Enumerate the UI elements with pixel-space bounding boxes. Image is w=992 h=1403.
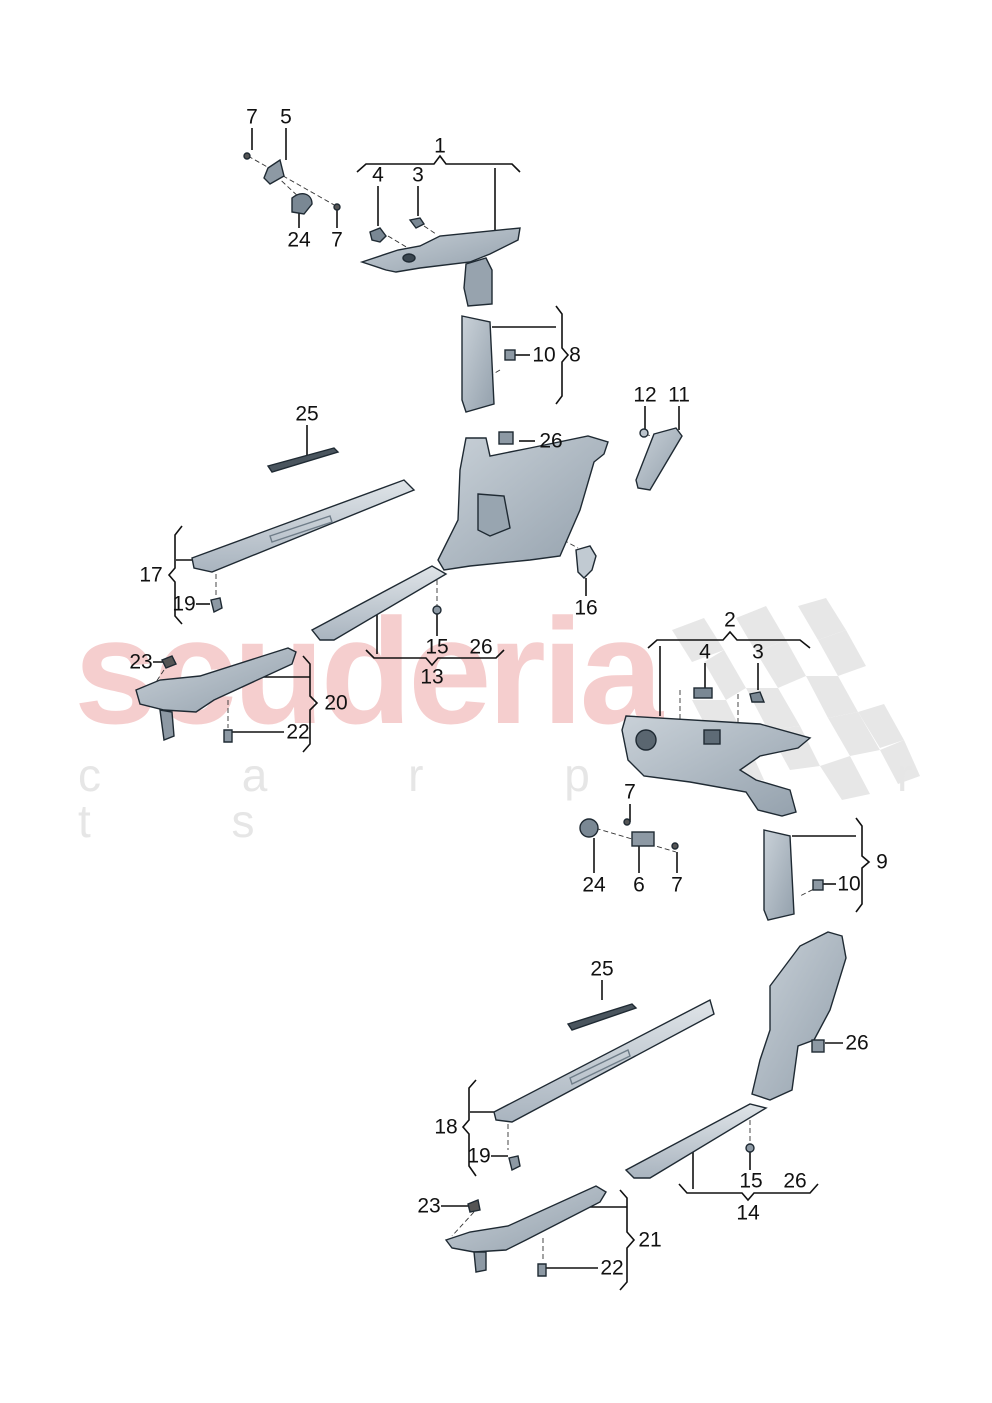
callout-20: 20 bbox=[324, 691, 348, 715]
callout-2: 2 bbox=[724, 608, 736, 632]
callout-21: 21 bbox=[638, 1228, 662, 1252]
part-9-pillar-cover bbox=[763, 829, 795, 921]
callout-19: 19 bbox=[172, 592, 196, 616]
callout-15: 15 bbox=[739, 1169, 763, 1193]
part-14-rear-pillar-trim bbox=[751, 931, 847, 1101]
callout-3: 3 bbox=[752, 640, 764, 664]
callout-26: 26 bbox=[539, 429, 563, 453]
callout-10: 10 bbox=[532, 343, 556, 367]
callout-8: 8 bbox=[569, 343, 581, 367]
callout-1: 1 bbox=[434, 134, 446, 158]
callout-19: 19 bbox=[467, 1144, 491, 1168]
callout-3: 3 bbox=[412, 163, 424, 187]
callout-4: 4 bbox=[372, 163, 384, 187]
callout-9: 9 bbox=[876, 850, 888, 874]
callout-11: 11 bbox=[668, 383, 690, 407]
callout-7: 7 bbox=[671, 873, 683, 897]
callout-26: 26 bbox=[845, 1031, 869, 1055]
callout-25: 25 bbox=[590, 957, 614, 981]
callout-7: 7 bbox=[624, 780, 636, 804]
callout-18: 18 bbox=[434, 1115, 458, 1139]
callout-26: 26 bbox=[469, 635, 493, 659]
part-17-sill-plate bbox=[191, 479, 416, 573]
part-2-rear-pillar-trim bbox=[621, 715, 812, 817]
callout-17: 17 bbox=[139, 563, 163, 587]
part-8-pillar-cover bbox=[461, 315, 495, 413]
part-21-footwell-trim bbox=[444, 1185, 607, 1253]
watermark-tagline: c a r p a r t s bbox=[78, 749, 977, 847]
callout-16: 16 bbox=[574, 596, 598, 620]
callout-22: 22 bbox=[286, 720, 310, 744]
callout-4: 4 bbox=[699, 640, 711, 664]
callout-23: 23 bbox=[129, 650, 153, 674]
part-20-footwell-trim bbox=[135, 647, 297, 713]
part-1-upper-pillar-trim bbox=[359, 227, 521, 273]
callout-26: 26 bbox=[783, 1169, 807, 1193]
callout-7: 7 bbox=[246, 105, 258, 129]
callout-6: 6 bbox=[633, 873, 645, 897]
callout-24: 24 bbox=[287, 228, 311, 252]
callout-14: 14 bbox=[736, 1201, 760, 1225]
callout-12: 12 bbox=[633, 383, 657, 407]
callout-23: 23 bbox=[417, 1194, 441, 1218]
callout-22: 22 bbox=[600, 1256, 624, 1280]
callout-10: 10 bbox=[837, 872, 861, 896]
callout-25: 25 bbox=[295, 402, 319, 426]
callout-7: 7 bbox=[331, 228, 343, 252]
callout-13: 13 bbox=[420, 665, 444, 689]
part-13-pillar-trim bbox=[437, 435, 609, 571]
callout-15: 15 bbox=[425, 635, 449, 659]
callout-24: 24 bbox=[582, 873, 606, 897]
callout-5: 5 bbox=[280, 105, 292, 129]
